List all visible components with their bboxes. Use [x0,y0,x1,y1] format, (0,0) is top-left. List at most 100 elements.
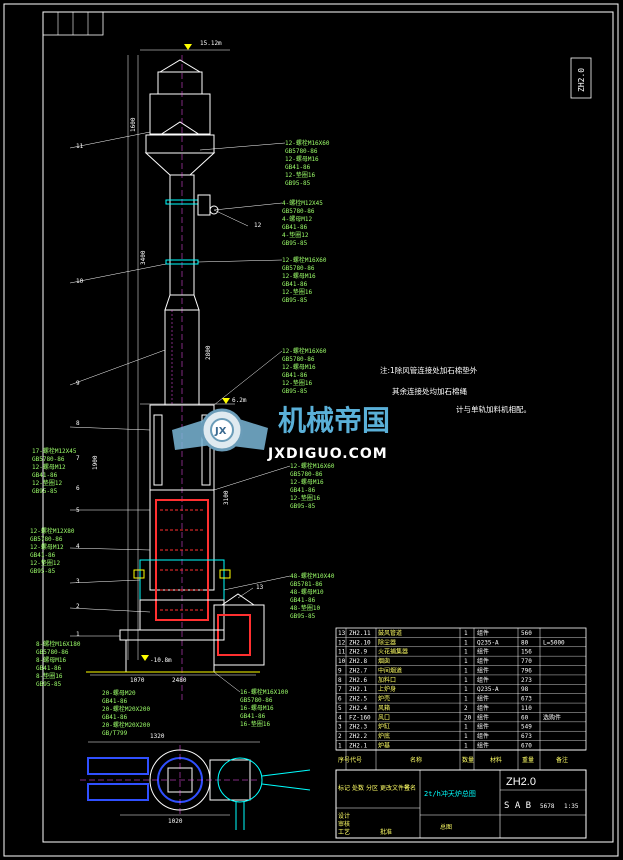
bom-cell-qty: 1 [464,677,468,684]
bom-cell-no: 11 [338,649,346,656]
callout-line: 48-螺栓M10X40 [290,572,335,580]
bom-cell-no: 7 [338,686,342,693]
plan-view: 1320 1020 [80,733,311,830]
bom-cell-no: 6 [338,696,342,703]
bom-cell-wt: 98 [521,686,529,693]
part-numbers: 11 10 9 8 7 6 5 4 3 2 1 12 13 [76,143,264,638]
svg-text:JX: JX [214,426,227,437]
bom-cell-wt: 670 [521,743,532,750]
callout-line: 4-螺栓M12X45 [282,199,323,207]
callout-line: 12-螺栓M16X60 [282,256,327,264]
callout-line: 8-垫圈16 [36,672,63,680]
callout-line: GB5780-86 [282,356,315,363]
tb-row: 设计 [338,812,350,820]
tb-label: 标记 [338,784,350,792]
bom-cell-name: 烟囱 [378,657,390,665]
bom-header-note: 备注 [556,756,568,764]
bom-cell-qty: 1 [464,667,468,674]
bom-cell-name: 中间烟道 [378,666,402,674]
part-number: 10 [76,278,84,285]
top-elevation: 15.12m [200,40,222,47]
callout-line: 12-螺母M16 [282,272,316,280]
bom-cell-no: 13 [338,630,346,637]
callout-line: 12-螺栓M16X60 [285,139,330,147]
bom-cell-wt: 273 [521,677,532,684]
callout-line: 12-垫圈16 [282,288,312,296]
part-number: 7 [76,455,80,462]
bom-cell-mat: 组件 [477,723,489,731]
drawing-code: ZH2.0 [506,776,536,788]
bom-cell-no: 4 [338,714,342,721]
bom-cell-code: FZ-160 [349,714,371,721]
dim-base1: 1070 [130,677,145,684]
note-line-1: 注:1除风管连接处加石棉垫外 [380,365,478,375]
callout-line: 17-螺栓M12X45 [32,447,77,455]
callout-line: 8-螺母M16 [36,656,66,664]
bom-cell-name: 火花捕集器 [378,648,408,656]
dim-plan2: 1020 [168,818,183,825]
bom-cell-qty: 1 [464,733,468,740]
bom-cell-mat: 组件 [477,742,489,750]
bom-cell-mat: 组件 [477,629,489,637]
bom-cell-note: 选购件 [543,713,561,721]
bom-cell-mat: 组件 [477,676,489,684]
bom-cell-wt: 110 [521,705,532,712]
callout-line: 20-螺栓M20X200 [102,705,151,713]
bom-cell-code: ZH2.1 [349,686,367,693]
callout-line: GB5780-86 [285,148,318,155]
callout-line: 48-螺母M10 [290,588,324,596]
title-block: 标记 处数 分区 更改文件号 签名 设计 审核 工艺 批准 2t/h冲天炉总图 … [335,769,587,839]
callout-line: GB95-85 [285,180,311,187]
bom-cell-wt: 796 [521,667,532,674]
part-number: 13 [256,584,264,591]
dim-base2: 2480 [172,677,187,684]
callout-line: GB5780-86 [32,456,65,463]
callout-line: GB95-85 [282,297,308,304]
bom-cell-code: ZH2.8 [349,658,367,665]
callout-line: GB5780-86 [30,536,63,543]
callout-line: GB95-85 [290,503,316,510]
part-number: 6 [76,485,80,492]
part-leaders [69,131,254,637]
bom-cell-qty: 1 [464,743,468,750]
bom-cell-name: 上炉身 [378,685,396,693]
callout-line: GB41-86 [32,472,58,479]
bom-cell-no: 12 [338,639,346,646]
drawing-title: 2t/h冲天炉总图 [424,789,476,798]
dim-mid: 2800 [205,345,212,360]
bom-cell-wt: 673 [521,733,532,740]
bolt-callout-group-3: 12-螺栓M16X60 GB5780-86 12-螺母M16 GB41-86 1… [197,256,327,304]
inner-frame [42,11,614,843]
bom-cell-qty: 1 [464,696,468,703]
part-number: 4 [76,543,80,550]
callout-line: 12-螺母M12 [30,543,64,551]
bom-cell-name: 风箱 [378,704,390,712]
callout-line: 12-垫圈16 [290,494,320,502]
callout-line: 12-垫圈12 [32,479,62,487]
notes: 注:1除风管连接处加石棉垫外 其余连接处均加石棉绳 计与单轨加料机相配。 [380,365,531,414]
drawing-code-vertical: ZH2.0 [577,68,586,92]
bom-cell-code: ZH2.9 [349,649,367,656]
bom-cell-mat: 组件 [477,648,489,656]
bom-cell-mat: 组件 [477,713,489,721]
dim-lower-inner: 3100 [223,490,230,505]
bom-cell-no: 3 [338,724,342,731]
callout-line: 12-螺栓M16X60 [282,347,327,355]
bom-cell-qty: 1 [464,686,468,693]
bom-cell-qty: 1 [464,724,468,731]
bom-header-wt: 重量 [522,756,534,764]
callout-line: 12-螺母M16 [290,478,324,486]
callout-line: GB41-86 [290,597,316,604]
callout-line: GB5781-86 [290,581,323,588]
bolt-callout-group-1: 12-螺栓M16X60 GB5780-86 12-螺母M16 GB41-86 1… [199,139,330,187]
bolt-callout-group-11: 16-螺栓M16X100 GB5780-86 16-螺母M16 GB41-86 … [213,671,289,728]
callout-line: GB5780-86 [240,697,273,704]
sheet-label: 总图 [440,823,452,831]
callout-line: GB95-85 [282,240,308,247]
bom-cell-wt: 60 [521,714,529,721]
bom-cell-wt: 560 [521,630,532,637]
bom-header-no: 序号 [338,756,350,764]
bolt-callout-group-9: 8-螺栓M16X180 GB5780-86 8-螺母M16 GB41-86 8-… [36,640,81,688]
